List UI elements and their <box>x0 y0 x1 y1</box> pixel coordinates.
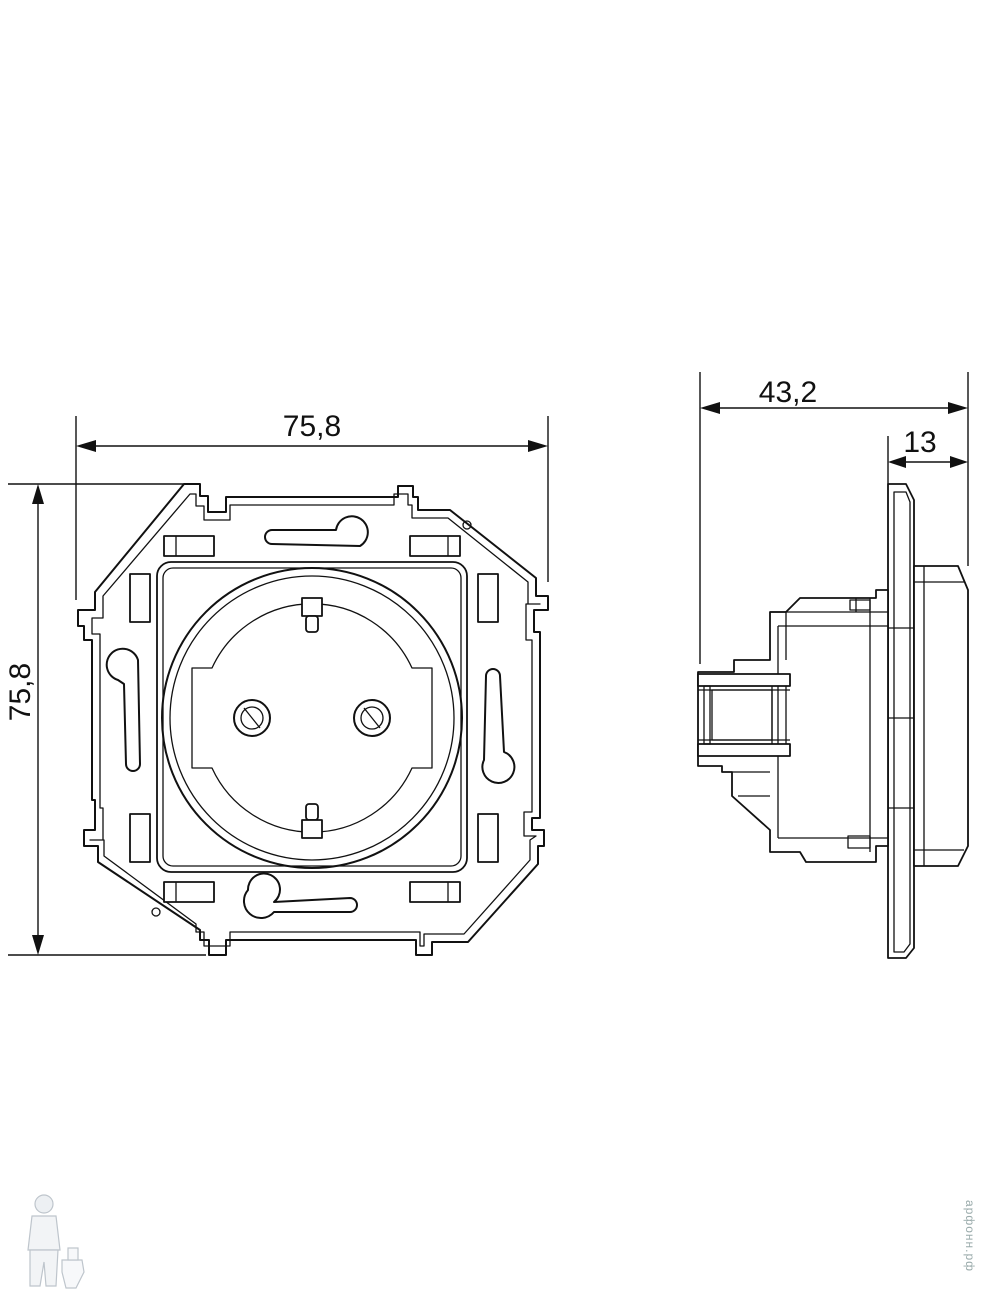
side-body <box>697 589 889 863</box>
side-clip-right-top <box>477 573 499 623</box>
screw-slot-top <box>264 515 369 547</box>
side-clip-right-bottom <box>477 813 499 863</box>
socket-ring-inner <box>169 575 455 861</box>
screw-slot-right <box>481 668 516 784</box>
screw-slot-left <box>105 647 141 772</box>
mounting-frame-outline <box>77 483 549 956</box>
side-clip-left-bottom <box>129 813 151 863</box>
side-clip-left-top <box>129 573 151 623</box>
front-height-dimension: 75,8 <box>4 483 206 956</box>
side-terminal-block <box>697 673 791 757</box>
screw-slot-bottom <box>243 872 358 919</box>
side-depth-label: 43,2 <box>759 376 817 409</box>
mounting-hole-top-right <box>462 520 472 530</box>
side-cover-face <box>913 565 969 867</box>
ground-contact-bottom <box>301 803 323 839</box>
socket-ring-outer <box>161 567 463 869</box>
front-height-label: 75,8 <box>4 663 37 721</box>
mounting-hole-bottom-left <box>151 907 161 917</box>
pin-hole-right <box>353 699 391 737</box>
socket-plate <box>156 561 468 873</box>
corner-clip-bottom-left <box>163 881 215 903</box>
mounting-frame-inner <box>89 493 541 947</box>
front-view <box>77 483 549 956</box>
front-width-label: 75,8 <box>283 410 341 443</box>
side-plate-label: 13 <box>903 426 936 459</box>
watermark-text: арфонн.рф <box>963 1200 977 1272</box>
side-depth-dimension: 43,2 <box>699 372 969 664</box>
corner-clip-top-right <box>409 535 461 557</box>
front-width-dimension: 75,8 <box>75 410 549 600</box>
side-plate-dimension: 13 <box>887 426 968 484</box>
plumber-logo <box>27 1194 85 1289</box>
ground-contact-top <box>301 597 323 633</box>
pin-hole-left <box>233 699 271 737</box>
socket-recess <box>191 603 433 833</box>
corner-clip-bottom-right <box>409 881 461 903</box>
corner-clip-top-left <box>163 535 215 557</box>
side-view <box>697 483 969 959</box>
